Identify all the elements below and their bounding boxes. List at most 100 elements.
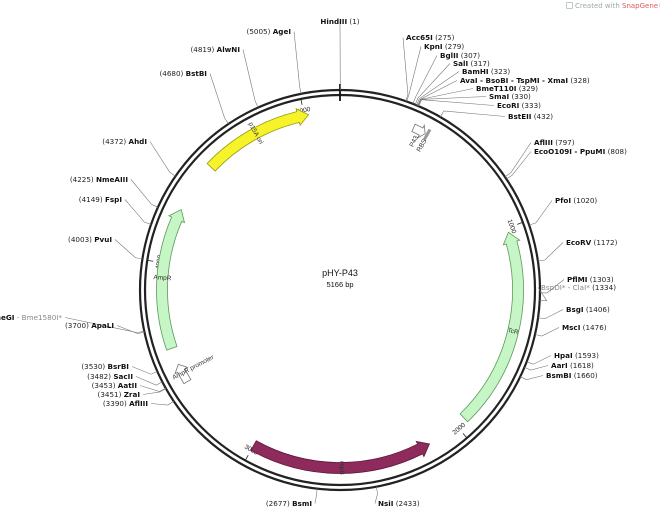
site-smai-330-leader [417,96,487,107]
site-bsrbi-3530[interactable]: (3530) BsrBI [81,362,129,371]
site-aatii-3453[interactable]: (3453) AatII [92,381,138,390]
site-bglii-307-leader [412,55,438,104]
site-apali-3700[interactable]: (3700) ApaLI [65,321,114,330]
site-msci-1476-name: MscI [562,323,581,332]
site-bstbi-4680-position: (4680) [159,69,183,78]
site-bsmbi-1660[interactable]: BsmBI (1660) [546,371,598,380]
feature-repb-label: repB [338,461,345,475]
site-pflmi-1303-leader [539,279,565,294]
site-aari-1618[interactable]: AarI (1618) [551,361,594,370]
site-bsteii-432-leader [440,110,506,118]
site-baegi-3704-leader [64,317,145,333]
site-ahdi-4372[interactable]: (4372) AhdI [102,137,147,146]
plasmid-name: pHY-P43 [322,268,358,278]
site-nsii-2433-position: (2433) [396,499,420,508]
site-aatii-3453-name: AatII [118,381,138,390]
site-fspi-4149[interactable]: (4149) FspI [79,195,123,204]
site-acc65i-275[interactable]: Acc65I (275) [406,33,455,42]
site-pvui-4003-position: (4003) [68,235,92,244]
site-leader-lines [64,21,565,504]
site-agei-5005-position: (5005) [247,27,271,36]
site-bamhi-323-position: (323) [491,67,511,76]
site-acc65i-275-name: Acc65I [406,33,433,42]
site-msci-1476-leader [534,327,560,337]
site-ecorv-1172-name: EcoRV [566,238,592,247]
site-ecorv-1172-position: (1172) [594,238,618,247]
restriction-sites: HindIII (1) (5005) AgeI (4819) AlwNI (4680)… [0,17,627,508]
plasmid-size: 5166 bp [326,280,353,289]
site-afliii-3390[interactable]: (3390) AflIII [103,399,148,408]
site-sali-317-leader [414,63,451,105]
site-aatii-3453-position: (3453) [92,381,116,390]
site-apali-3700-name: ApaLI [91,321,114,330]
site-bspdi-1334-leader [537,287,548,302]
site-ecoo109i-808[interactable]: EcoO109I - PpuMI (808) [534,147,627,156]
site-alwni-4819[interactable]: (4819) AlwNI [190,45,240,54]
site-bsrbi-3530-position: (3530) [81,362,105,371]
tick-label-5000: 5000 [296,106,312,116]
site-sacii-3482-name: SacII [113,372,133,381]
site-pfoi-1020-name: PfoI [555,196,571,205]
site-agei-5005[interactable]: (5005) AgeI [247,27,292,36]
site-bglii-307[interactable]: BglII (307) [440,51,480,60]
site-nmeaiii-4225[interactable]: (4225) NmeAIII [70,175,128,184]
feature-ampr-label: AmpR [153,274,172,282]
site-msci-1476[interactable]: MscI (1476) [562,323,607,332]
site-acc65i-275-position: (275) [435,33,455,42]
site-bsteii-432[interactable]: BstEII (432) [508,112,553,121]
tick-1000 [517,221,524,225]
site-sacii-3482[interactable]: (3482) SacII [87,372,133,381]
site-ecoo109i-808-name: EcoO109I [534,147,572,156]
site-ecori-333-name: EcoRI [497,101,520,110]
credit-brand: SnapGene [622,2,659,10]
site-bsrbi-3530-leader [131,366,158,375]
tick-2000 [462,433,468,439]
site-zrai-3451-leader [142,388,167,395]
site-bsmbi-1660-position: (1660) [574,371,598,380]
site-ecorv-1172[interactable]: EcoRV (1172) [566,238,618,247]
site-bmet110i-329[interactable]: BmeT110I (329) [476,84,538,93]
site-ecori-333[interactable]: EcoRI (333) [497,101,541,110]
site-ecoo109i-808-position: (808) [608,147,628,156]
site-pfoi-1020[interactable]: PfoI (1020) [555,196,597,205]
site-sali-317[interactable]: SalI (317) [453,59,490,68]
feature-p43-label: P43 [409,134,421,148]
site-hindiii-1[interactable]: HindIII (1) [320,17,359,26]
site-nsii-2433[interactable]: NsiI (2433) [378,499,420,508]
site-avai-328[interactable]: AvaI - BsoBI - TspMI - XmaI (328) [460,76,590,85]
site-nmeaiii-4225-leader [130,179,159,208]
site-bspdi-1334[interactable]: BspDI* - ClaI* (1334) [541,283,616,292]
site-smai-330[interactable]: SmaI (330) [489,92,531,101]
feature-tcr-label: TcR [507,327,520,336]
site-pfoi-1020-leader [529,200,553,226]
site-bspdi-1334-name: BspDI* [541,283,566,292]
site-bsmi-2677[interactable]: (2677) BsmI [266,499,312,508]
site-bsgi-1406[interactable]: BsgI (1406) [566,305,610,314]
site-baegi-3704[interactable]: (3704) BaeGI - Bme1580I* [0,313,62,322]
plasmid-backbone [138,88,542,492]
site-hpai-1593-name: HpaI [554,351,573,360]
credit-mark: ® [658,2,660,10]
site-bsgi-1406-position: (1406) [586,305,610,314]
site-bsteii-432-name: BstEII [508,112,532,121]
site-pvui-4003[interactable]: (4003) PvuI [68,235,112,244]
site-hpai-1593[interactable]: HpaI (1593) [554,351,599,360]
site-ecori-333-position: (333) [522,101,542,110]
site-zrai-3451[interactable]: (3451) ZraI [98,390,141,399]
snapgene-logo-icon [566,2,573,9]
site-afliii-797[interactable]: AflIII (797) [534,138,575,147]
site-bsgi-1406-leader [538,309,564,320]
site-bglii-307-position: (307) [461,51,481,60]
site-pflmi-1303[interactable]: PflMI (1303) [567,275,614,284]
site-bstbi-4680[interactable]: (4680) BstBI [159,69,207,78]
site-sali-317-position: (317) [470,59,490,68]
site-kpni-279[interactable]: KpnI (279) [424,42,464,51]
site-hpai-1593-leader [526,355,552,365]
site-kpni-279-position: (279) [445,42,465,51]
site-ecori-333-leader [418,99,495,107]
site-bamhi-323[interactable]: BamHI (323) [462,67,510,76]
site-bsteii-432-position: (432) [534,112,554,121]
feature-tcr [459,231,524,423]
site-pflmi-1303-position: (1303) [590,275,614,284]
